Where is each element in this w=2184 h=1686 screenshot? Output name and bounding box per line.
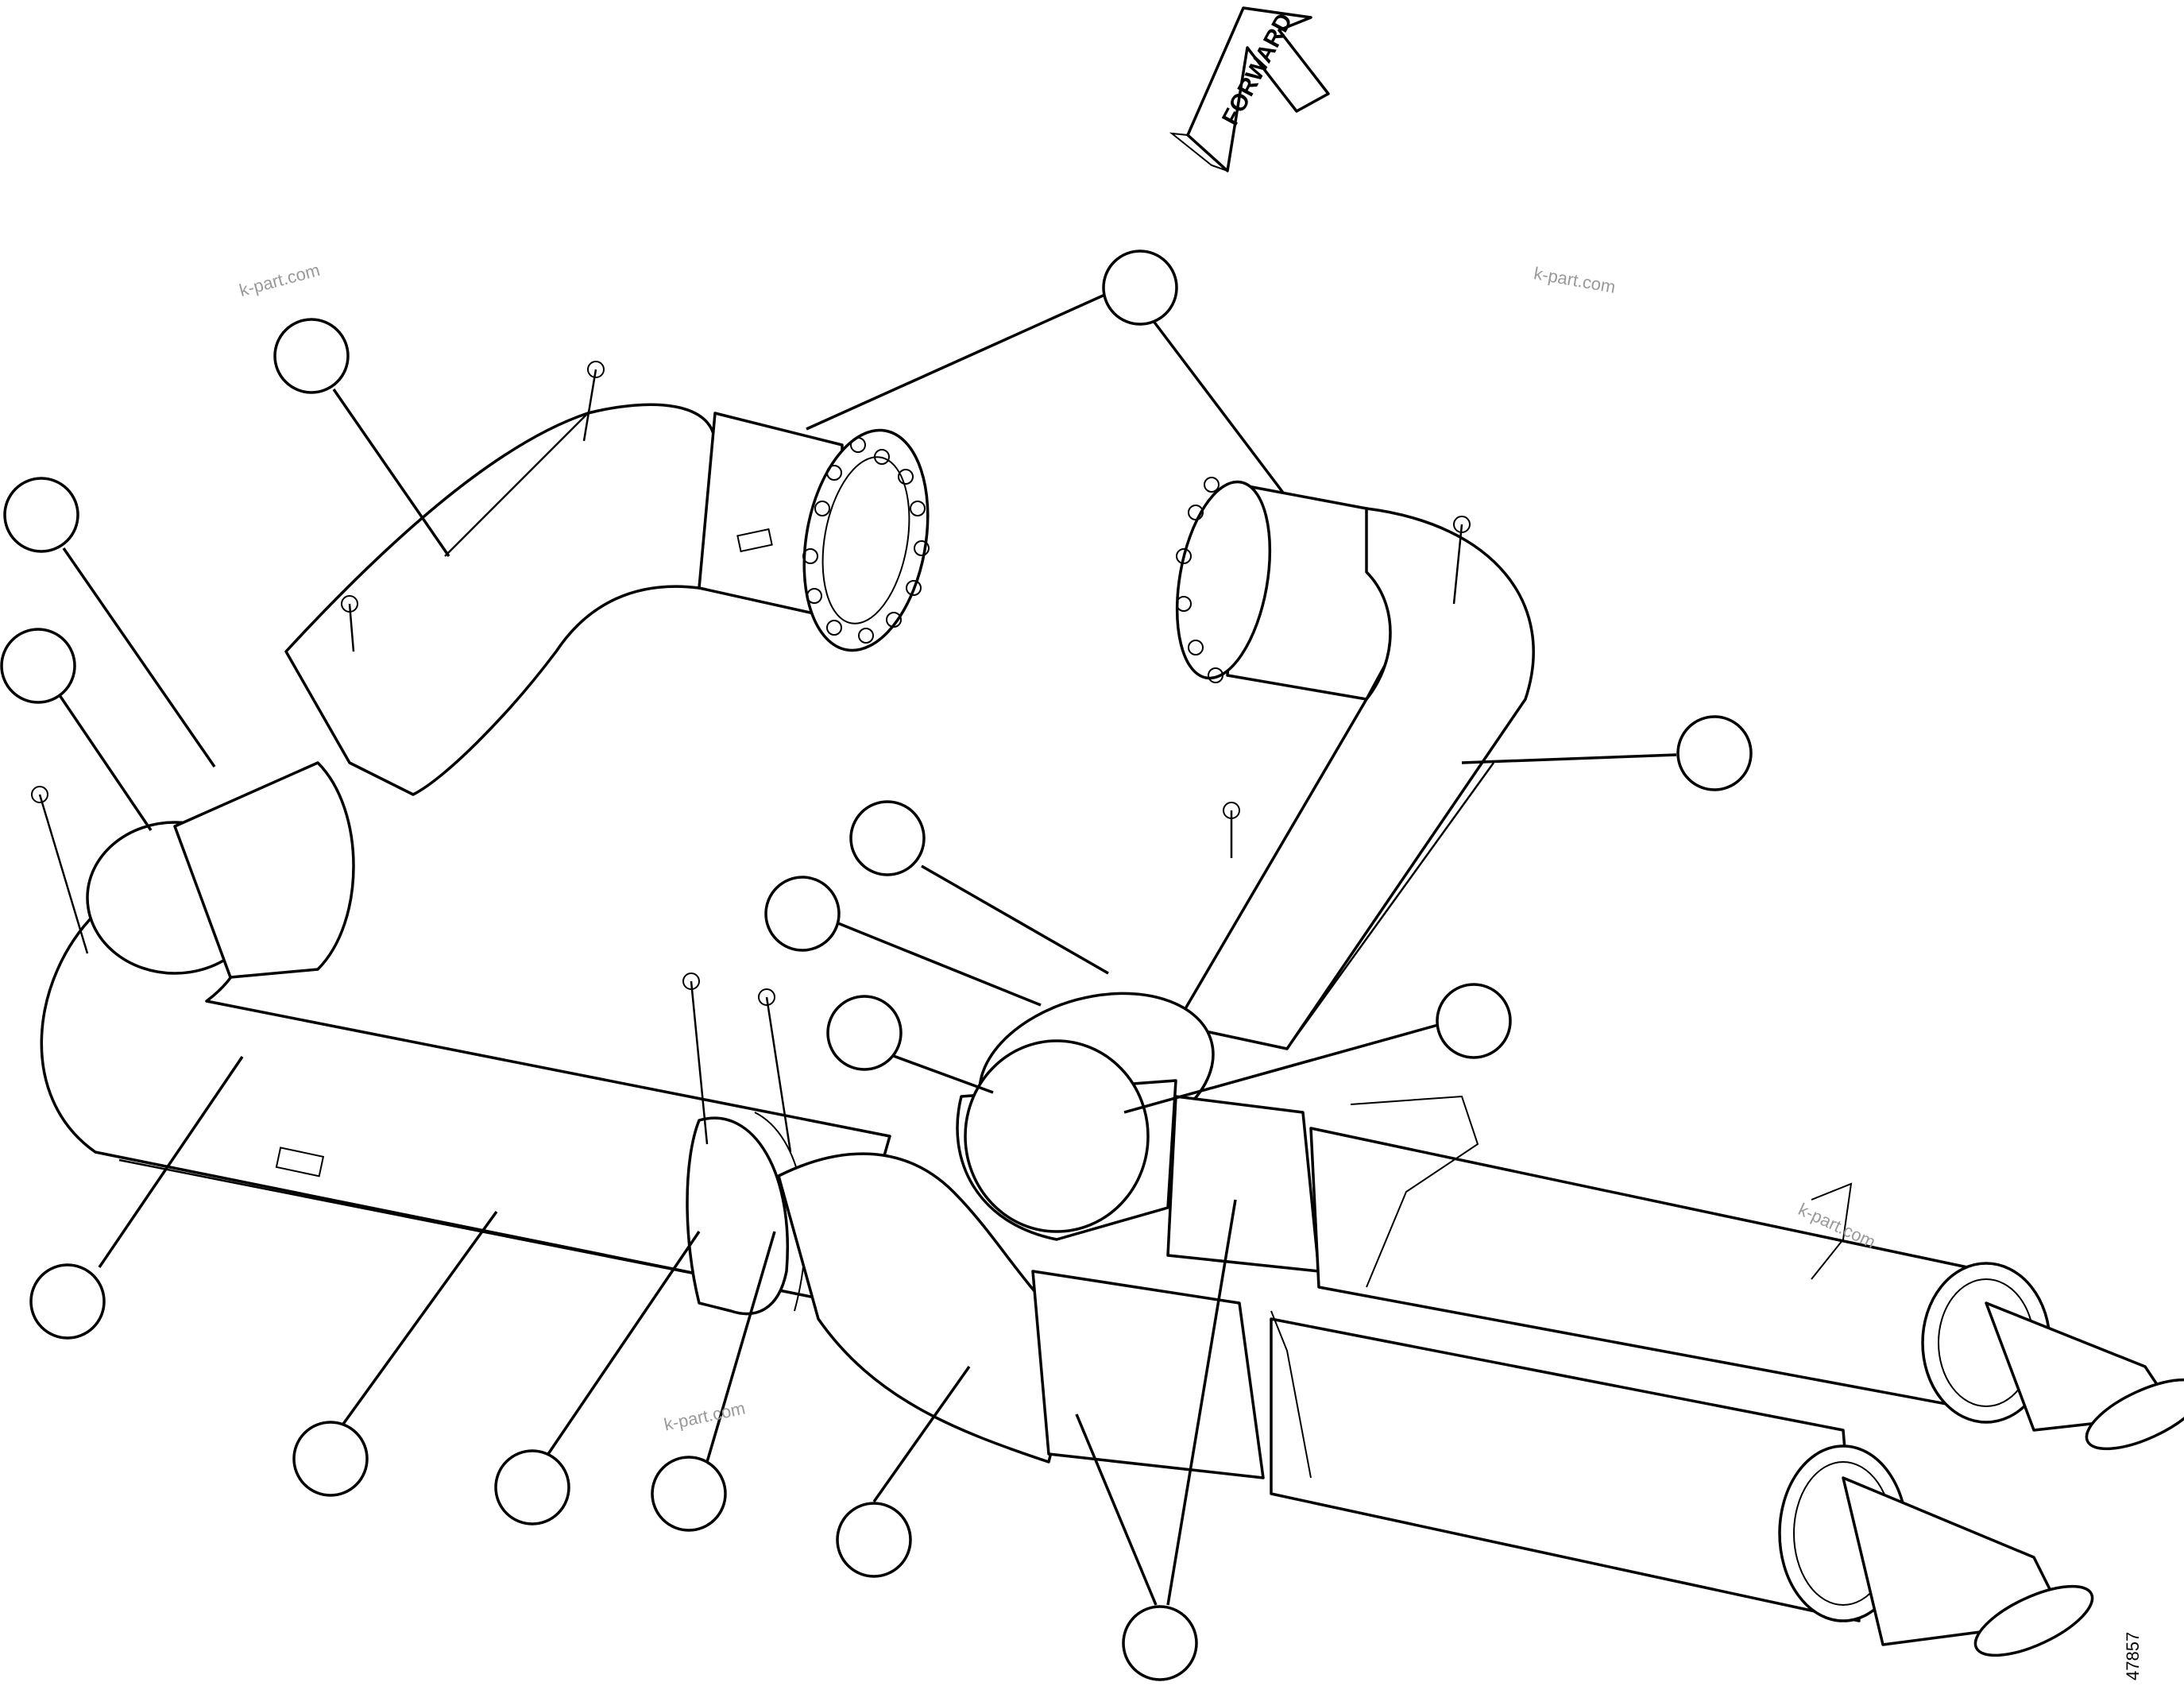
callout-balloon [29, 1263, 106, 1340]
left-u-bend-pipe [284, 403, 717, 796]
flange-bolt-circle-right [1176, 477, 1223, 683]
callout-balloon [273, 318, 350, 394]
forward-arrow: FORWARD [1169, 6, 1330, 172]
callout-balloon [292, 1421, 369, 1497]
callout-balloon [1436, 983, 1512, 1059]
lower-muffler [1031, 1270, 2094, 1657]
callout-balloon [651, 1456, 727, 1532]
left-flange-cylinder [698, 412, 930, 652]
callout-balloon [764, 876, 841, 952]
long-pipe-clamp [686, 1112, 806, 1316]
upper-muffler [1166, 1095, 2184, 1451]
middle-elbow [956, 992, 1215, 1241]
callout-balloon [849, 800, 926, 876]
callout-balloon [0, 628, 76, 704]
drawing-number: 47857 [2123, 1631, 2143, 1680]
callout-balloon [826, 995, 903, 1071]
callout-leaders [58, 284, 1677, 1606]
callout-balloon [1676, 715, 1753, 791]
callout-balloon [494, 1449, 570, 1526]
sensor-brackets [31, 361, 1471, 1153]
callout-balloon [836, 1502, 912, 1578]
callout-circles [0, 249, 1753, 1681]
flange-bolt-circle-left [802, 437, 930, 644]
callout-balloon [1122, 1605, 1198, 1681]
callout-balloon [3, 477, 79, 553]
callout-balloon [1102, 249, 1178, 326]
left-elbow-pipe [40, 761, 891, 1305]
